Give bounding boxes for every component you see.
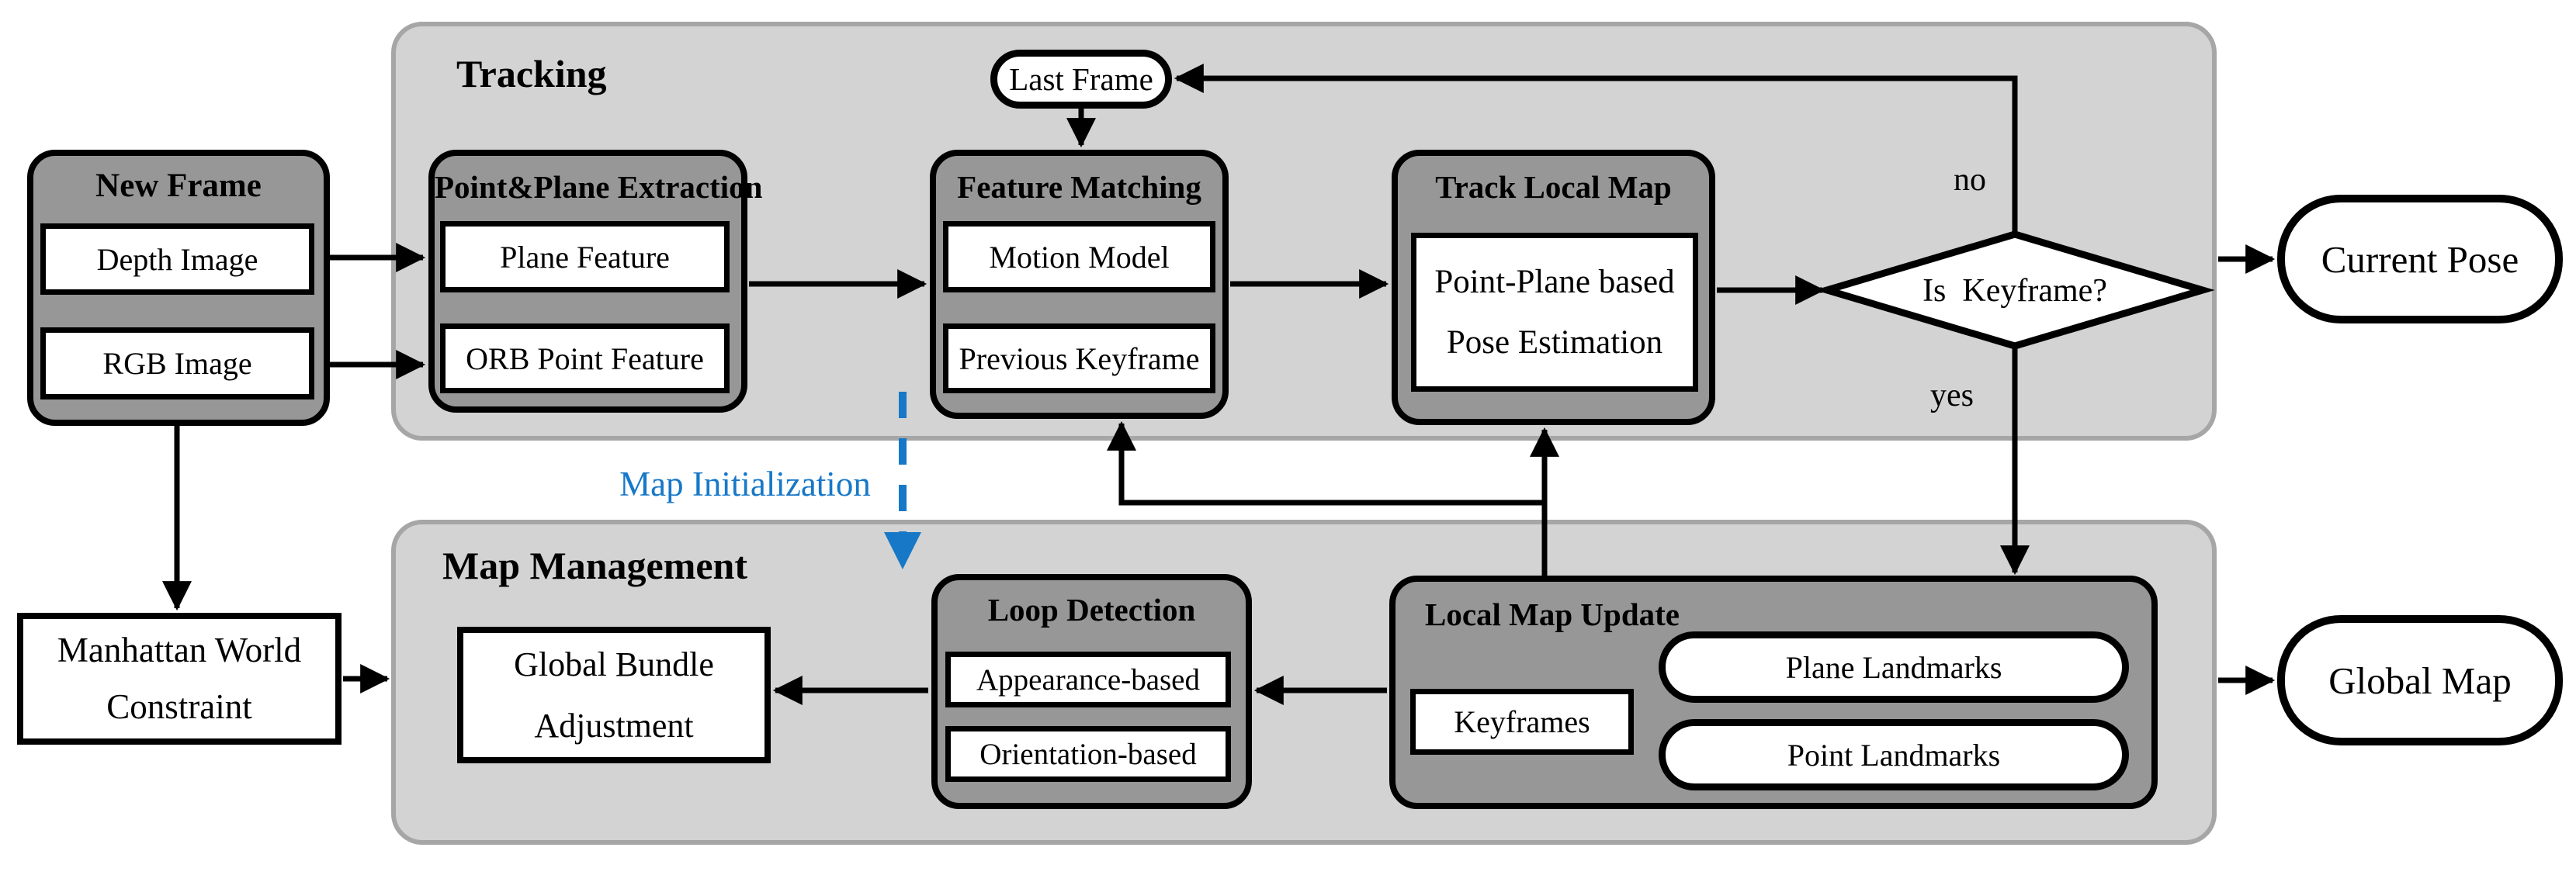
point-plane-extraction-title: Point&Plane Extraction [435,169,763,205]
global-bundle-adjustment-node: Global Bundle Adjustment [457,627,771,763]
local-map-update-title: Local Map Update [1425,597,1680,632]
decision-diamond-shape [1815,230,2215,350]
last-frame-node: Last Frame [990,50,1172,109]
manhattan-line1: Manhattan World [57,631,302,670]
pose-estimation-line1: Point-Plane based [1434,264,1675,301]
track-local-map-title: Track Local Map [1435,169,1672,205]
arrow-decision-no-to-lastframe [1174,64,2018,234]
arrow-localmapupdate-to-featurematching [1107,420,1545,506]
keyframes-node: Keyframes [1410,689,1634,755]
depth-image-node: Depth Image [40,223,314,295]
orb-point-feature-node: ORB Point Feature [440,323,730,393]
manhattan-line2: Constraint [106,687,252,726]
plane-feature-node: Plane Feature [440,221,730,292]
pose-estimation-line2: Pose Estimation [1446,323,1663,361]
tracking-title: Tracking [456,52,607,95]
rgb-image-node: RGB Image [40,327,314,399]
appearance-based-node: Appearance-based [945,652,1231,707]
gba-line2: Adjustment [534,707,694,745]
manhattan-world-constraint-node: Manhattan World Constraint [17,613,342,745]
global-map-node: Global Map [2277,615,2563,745]
current-pose-node: Current Pose [2277,195,2563,323]
feature-matching-title: Feature Matching [957,169,1201,205]
gba-line1: Global Bundle [514,645,714,683]
decision-yes-label: yes [1930,378,1974,413]
map-initialization-label: Map Initialization [619,465,871,503]
plane-landmarks-node: Plane Landmarks [1659,631,2129,703]
new-frame-title: New Frame [95,168,262,204]
map-management-title: Map Management [442,544,747,587]
orientation-based-node: Orientation-based [945,726,1231,782]
point-landmarks-node: Point Landmarks [1659,719,2129,790]
decision-diamond-label: Is Keyframe? [1922,273,2107,309]
loop-detection-title: Loop Detection [987,592,1196,628]
pose-estimation-node: Point-Plane based Pose Estimation [1411,233,1698,392]
decision-no-label: no [1954,162,1986,198]
motion-model-node: Motion Model [943,221,1215,292]
previous-keyframe-node: Previous Keyframe [943,323,1215,393]
